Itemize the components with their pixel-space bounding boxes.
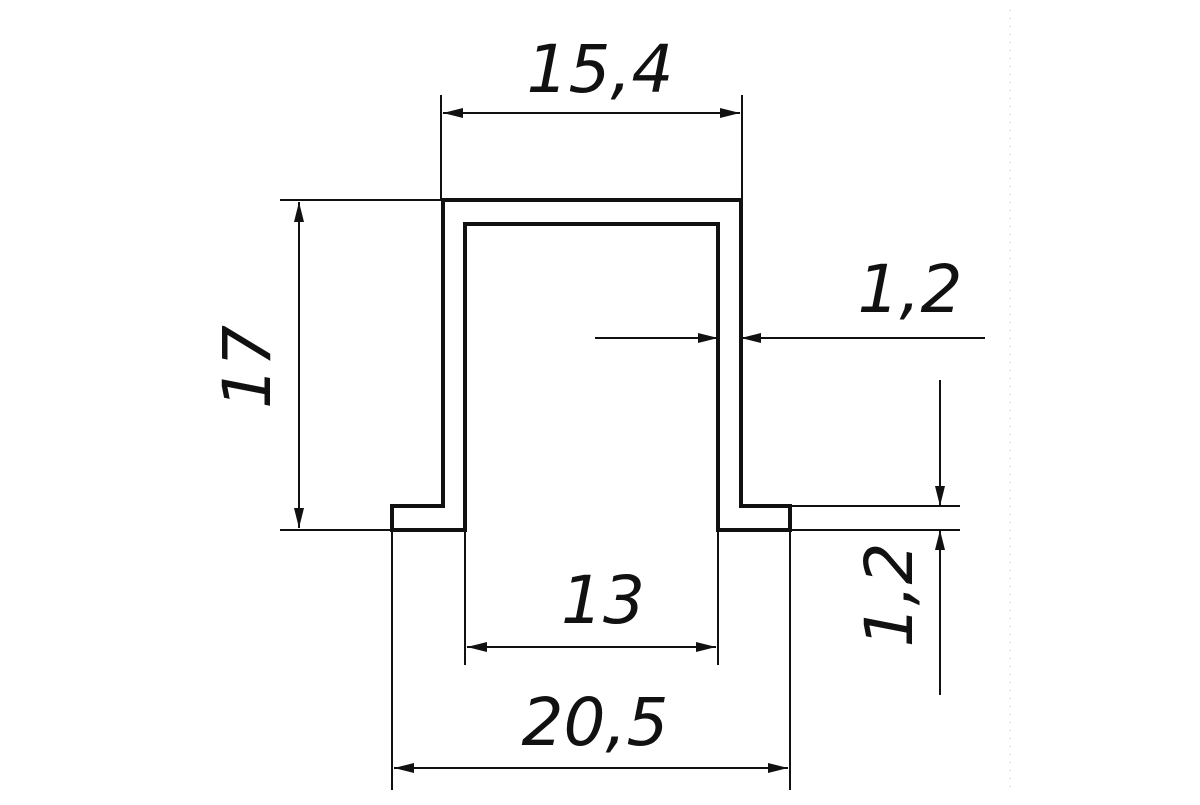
dimension-overall-width [391,530,791,790]
dimension-inner-width [464,530,719,665]
dimension-label-overall-width: 20,5 [522,684,669,761]
profile-outline [390,198,792,532]
dimension-label-flange-thickness: 1,2 [851,543,928,648]
dimension-label-wall-thickness: 1,2 [858,251,963,328]
dimension-height [280,199,443,531]
dimension-label-top-width: 15,4 [527,31,674,108]
dimension-flange-thickness [790,380,960,695]
dimension-top-width [440,95,743,200]
profile-outer-contour [390,198,792,532]
dimension-label-height: 17 [209,325,286,409]
dimension-label-inner-width: 13 [561,562,645,639]
